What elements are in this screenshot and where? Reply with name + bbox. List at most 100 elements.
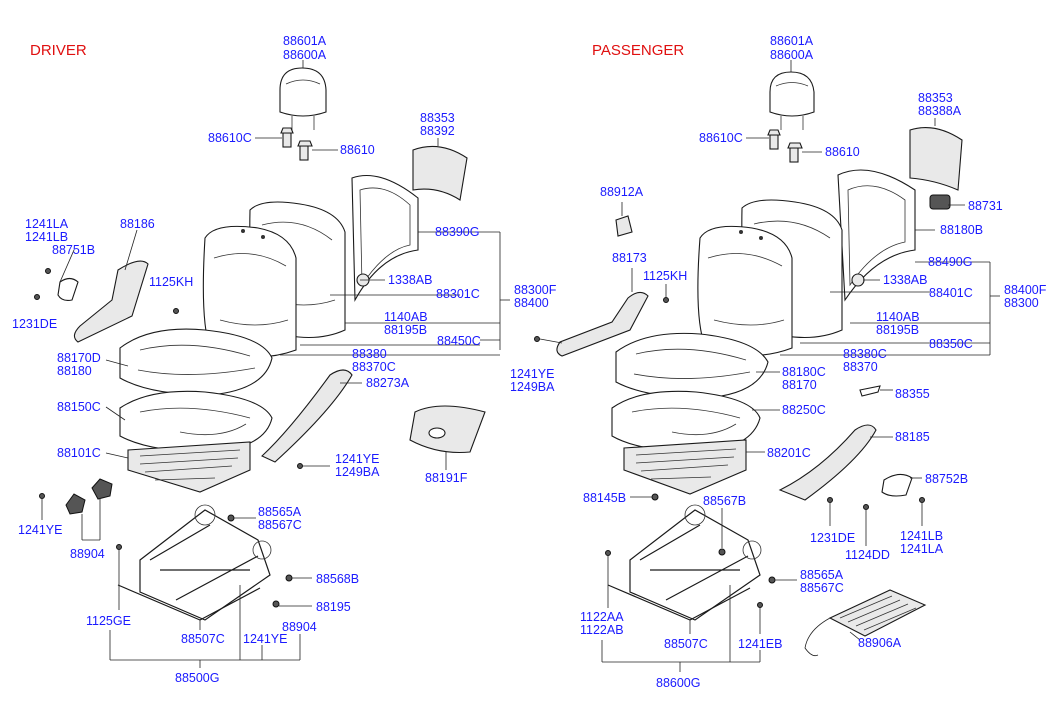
passenger-section: PASSENGER (510, 34, 1047, 690)
driver-label-bolt-ye2: 1241YE (18, 523, 62, 537)
driver-label-cushion-d: 88170D (57, 351, 101, 365)
driver-bracket-screw (45, 268, 51, 274)
passenger-label-bolt-lb: 1241LB (900, 529, 943, 543)
driver-knob-part-2 (91, 478, 113, 500)
passenger-back-board-part (909, 127, 963, 191)
passenger-label-clip-145: 88145B (583, 491, 626, 505)
driver-label-back-cover-c: 88370C (352, 360, 396, 374)
passenger-label-lever-567: 88567C (800, 581, 844, 595)
driver-label-bolt-1231de: 1231DE (12, 317, 57, 331)
driver-knob-part-1 (65, 493, 86, 515)
passenger-label-cushion-c: 88180C (782, 365, 826, 379)
driver-label-headrest-a: 88601A (283, 34, 327, 48)
passenger-shield-part (556, 291, 649, 357)
driver-label-mat: 88191F (425, 471, 468, 485)
passenger-cushion-frame-part (623, 439, 747, 495)
driver-label-pad-450: 88450C (437, 334, 481, 348)
driver-label-bolt-ba: 1249BA (335, 465, 380, 479)
passenger-label-guide-c: 88610C (699, 131, 743, 145)
driver-headrest (279, 67, 327, 130)
driver-section: DRIVER (12, 34, 557, 685)
passenger-label-lever-567b: 88567B (703, 494, 746, 508)
driver-label-screw-195: 88195 (316, 600, 351, 614)
passenger-label-bolt-ye: 1241YE (510, 367, 554, 381)
passenger-label-bolt-eb: 1241EB (738, 637, 782, 651)
passenger-label-bolt-1140: 1140AB (876, 310, 920, 324)
driver-bolt-1231-part (34, 294, 40, 300)
driver-label-headrest-b: 88600A (283, 48, 327, 62)
driver-label-bolt-1125kh: 1125KH (149, 275, 193, 289)
passenger-label-headrest-a: 88601A (770, 34, 814, 48)
passenger-label-bolt-aa: 1122AA (580, 610, 624, 624)
passenger-label-grommet: 1338AB (883, 273, 927, 287)
driver-label-shield-186: 88186 (120, 217, 155, 231)
passenger-knob-731-part (929, 194, 951, 210)
driver-label-back-frame-g: 88390G (435, 225, 479, 239)
passenger-cushion-part (615, 332, 769, 399)
passenger-label-pad-350: 88350C (929, 337, 973, 351)
driver-label-guide: 88610 (340, 143, 375, 157)
driver-label-cushion-pad: 88150C (57, 400, 101, 414)
passenger-label-guide: 88610 (825, 145, 860, 159)
passenger-heater-part (804, 589, 927, 657)
driver-label-adjuster: 88500G (175, 671, 219, 685)
passenger-label-track: 88507C (664, 637, 708, 651)
passenger-label-back-board-a: 88353 (918, 91, 953, 105)
driver-label-back-board-b: 88392 (420, 124, 455, 138)
driver-label-bracket-1: 1241LA (25, 217, 69, 231)
driver-label-bolt-88195b: 88195B (384, 323, 427, 337)
passenger-adjuster-part (607, 504, 762, 621)
passenger-label-frame-180b: 88180B (940, 223, 983, 237)
passenger-label-bolt-ab: 1122AB (580, 623, 624, 637)
passenger-side-shield-part (778, 424, 877, 501)
passenger-callout-lines (539, 202, 1000, 672)
driver-label-side-shield: 88273A (366, 376, 410, 390)
driver-label-back-cover: 88380 (352, 347, 387, 361)
driver-label-bolt-ye3: 1241YE (243, 632, 287, 646)
passenger-label-bolt-1124dd: 1124DD (845, 548, 890, 562)
passenger-label-back-assy: 88300 (1004, 296, 1039, 310)
driver-guide-part (297, 140, 313, 161)
passenger-label-knob-731: 88731 (968, 199, 1003, 213)
passenger-label-bolt-la: 1241LA (900, 542, 944, 556)
driver-label-bolt-ge: 1125GE (86, 614, 131, 628)
passenger-label-lever-355: 88355 (895, 387, 930, 401)
passenger-headrest (769, 71, 815, 130)
driver-guide-c-part (280, 127, 294, 148)
passenger-label-back-board-b: 88388A (918, 104, 962, 118)
passenger-cover-752-part (881, 473, 913, 497)
passenger-label-cushion-pad: 88250C (782, 403, 826, 417)
driver-label-back-assy-f: 88300F (514, 283, 557, 297)
passenger-cover-912-part (615, 215, 633, 237)
passenger-labels: 88601A 88600A 88610C 88610 88353 88388A … (510, 34, 1047, 690)
passenger-label-headrest-b: 88600A (770, 48, 814, 62)
passenger-label-heater: 88906A (858, 636, 902, 650)
driver-mat-part (409, 405, 486, 454)
driver-label-cushion-frame: 88101C (57, 446, 101, 460)
passenger-label-cushion: 88170 (782, 378, 817, 392)
passenger-heading: PASSENGER (592, 42, 684, 59)
driver-back-board-part (412, 145, 468, 201)
passenger-grommet-part (851, 273, 865, 287)
driver-label-bolt-1140: 1140AB (384, 310, 428, 324)
passenger-label-cushion-frame: 88201C (767, 446, 811, 460)
passenger-label-back-cover: 88370 (843, 360, 878, 374)
passenger-lever-565-part (768, 576, 776, 584)
passenger-label-cover-752: 88752B (925, 472, 968, 486)
passenger-label-back-assy-f: 88400F (1004, 283, 1047, 297)
driver-lever-565-part (227, 514, 235, 522)
passenger-label-lever-565: 88565A (800, 568, 844, 582)
passenger-label-side-shield: 88185 (895, 430, 930, 444)
driver-label-bolt-ye: 1241YE (335, 452, 379, 466)
passenger-label-adjuster: 88600G (656, 676, 700, 690)
passenger-guide-c-part (767, 129, 781, 150)
passenger-guide-part (787, 142, 803, 163)
driver-label-grommet: 1338AB (388, 273, 432, 287)
driver-label-knob: 88904 (70, 547, 105, 561)
driver-label-lever-565: 88565A (258, 505, 302, 519)
driver-labels: 88601A 88600A 88610C 88610 88353 88392 1… (12, 34, 557, 685)
passenger-label-bolt-88195b: 88195B (876, 323, 919, 337)
passenger-label-back-cover-c: 88380C (843, 347, 887, 361)
